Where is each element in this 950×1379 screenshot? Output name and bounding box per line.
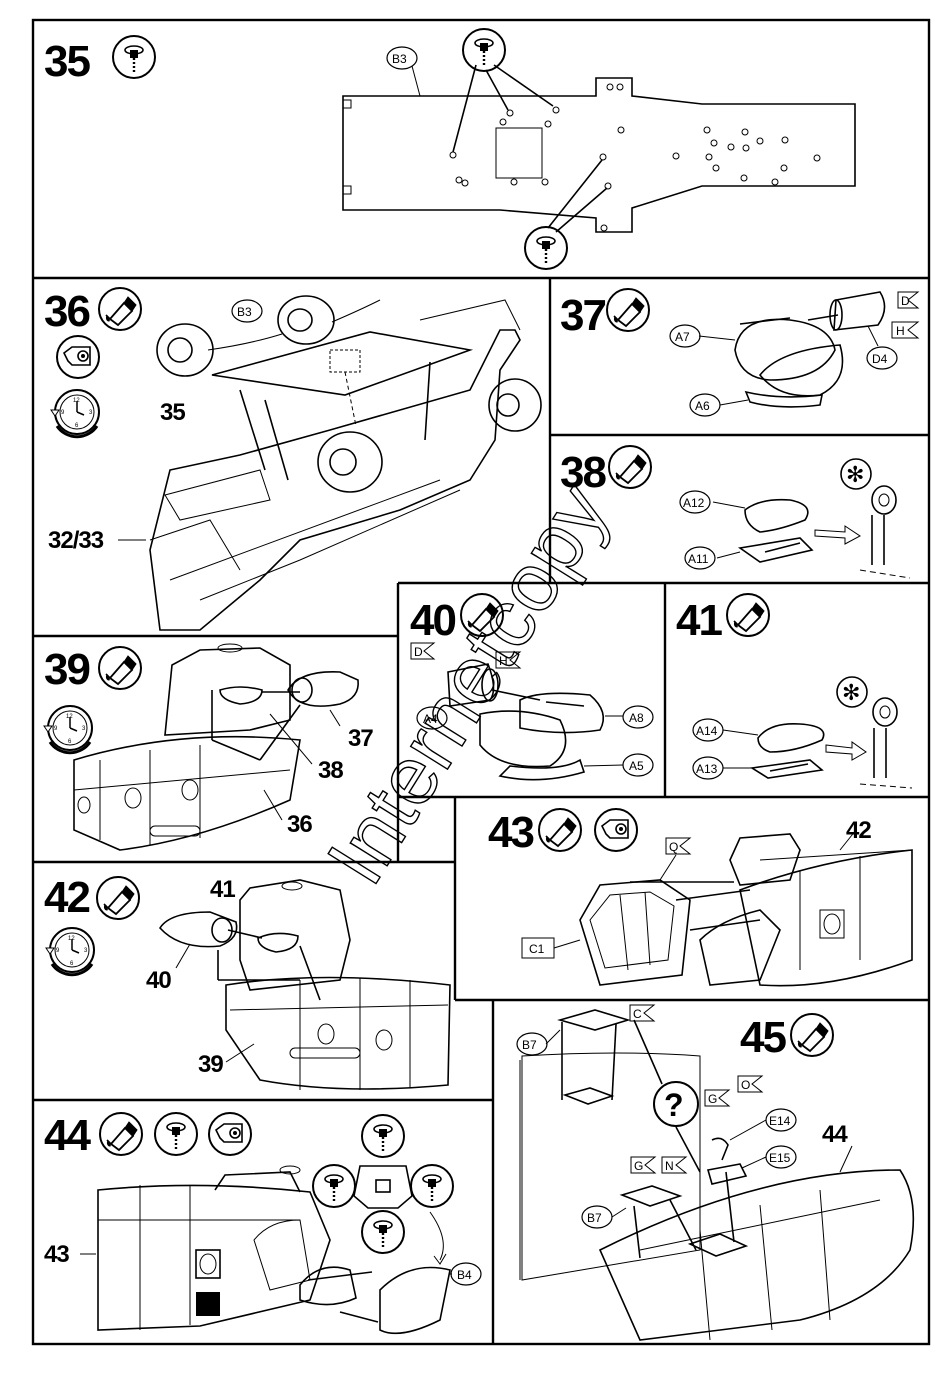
asterisk-symbol: ✻ [846,463,864,488]
glue-tube-icon [99,647,141,689]
drill-icon [113,36,155,78]
step-number: 35 [44,37,90,86]
part-label-a14: A14 [696,724,718,738]
drill-icon [362,1211,404,1253]
flag-q: Q [669,840,678,854]
flag-d: D [414,645,423,659]
part-label-a8: A8 [629,711,644,725]
step-number: 36 [44,287,89,336]
part-label-a6: A6 [695,399,710,413]
ref-step: 44 [822,1121,848,1148]
step-36-panel: 36 B3 35 32/33 [44,287,541,630]
step-number: 43 [488,808,533,857]
ref-step: 35 [160,399,185,426]
part-label-b4: B4 [457,1268,472,1282]
flag-c: C [633,1007,642,1021]
part-label-a12: A12 [683,496,705,510]
glue-tube-icon [97,877,139,919]
part-label-a7: A7 [675,330,690,344]
glue-tube-icon [609,446,651,488]
step-45-panel: 45 44 B7 B7 E14 E15 C G O G N ? [517,1005,913,1340]
step-44-panel: 44 43 B4 [44,1111,481,1333]
part-label-b3: B3 [237,305,252,319]
part-label-b7: B7 [522,1038,537,1052]
drill-icon [313,1165,355,1207]
step-41-panel: 41 ✻ A14 A13 [676,594,912,788]
clock-icon [51,390,99,437]
ref-step: 43 [44,1241,69,1268]
step-43-panel: 43 42 Q C1 [488,808,912,986]
ref-step: 36 [287,811,312,838]
glue-tube-icon [539,809,581,851]
paint-icon [209,1113,251,1155]
flag-g: G [708,1092,717,1106]
step-39-panel: 39 37 38 36 [44,644,373,850]
part-label-e14: E14 [769,1114,791,1128]
part-label-a11: A11 [688,552,709,566]
question-symbol: ? [664,1087,684,1123]
ref-step: 42 [846,817,871,844]
flag-g: G [634,1159,643,1173]
ref-step: 41 [210,876,235,903]
glue-tube-icon [791,1014,833,1056]
part-label-b7: B7 [587,1211,602,1225]
step-42-panel: 42 41 40 39 [44,873,450,1090]
ref-step: 40 [146,967,171,994]
glue-tube-icon [99,288,141,330]
glue-tube-icon [607,289,649,331]
step-number: 44 [44,1111,91,1160]
asterisk-symbol: ✻ [842,681,860,706]
flag-n: N [665,1159,674,1173]
step-number: 41 [676,596,722,645]
step-number: 37 [560,291,605,340]
drill-icon [463,29,505,71]
step-number: 42 [44,873,89,922]
step-37-panel: 37 A7 A6 D4 D H [560,289,918,416]
clock-icon [46,928,94,975]
flag-h: H [896,324,905,338]
part-label-e15: E15 [769,1151,791,1165]
step-35-panel: 35 B3 [44,29,855,269]
ref-step: 38 [318,757,343,784]
ref-step: 32/33 [48,527,104,554]
flag-d: D [901,294,910,308]
drill-icon [362,1115,404,1157]
paint-icon [57,336,99,378]
part-label-d4: D4 [872,352,888,366]
paint-icon [595,809,637,851]
part-label-b3: B3 [392,52,407,66]
ref-step: 37 [348,725,373,752]
ref-step: 39 [198,1051,223,1078]
clock-icon [44,706,92,753]
part-label-c1: C1 [529,942,545,956]
glue-tube-icon [100,1113,142,1155]
step-number: 45 [740,1013,786,1062]
part-label-a13: A13 [696,762,718,776]
part-label-a5: A5 [629,759,644,773]
drill-icon [411,1165,453,1207]
glue-tube-icon [727,594,769,636]
drill-icon [525,227,567,269]
flag-o: O [741,1078,750,1092]
step-number: 39 [44,645,89,694]
drill-icon [155,1113,197,1155]
